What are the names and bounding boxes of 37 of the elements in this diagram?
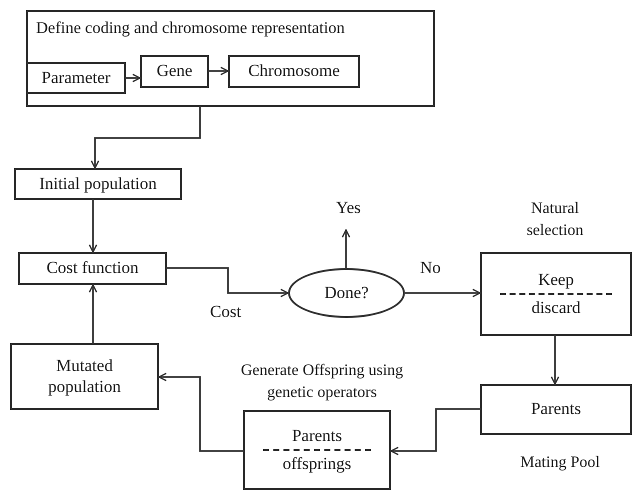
- process-box: [18, 252, 167, 285]
- node-caption: Mating Pool: [519, 453, 601, 473]
- node-text: discard: [531, 298, 581, 318]
- process-box: [10, 343, 159, 410]
- node-text: Define coding and chromosome representation: [36, 18, 345, 38]
- node-caption: Natural selection: [526, 199, 584, 242]
- arrow: [88, 200, 98, 253]
- node-text: Parameter: [42, 68, 110, 88]
- group-box: [26, 10, 435, 107]
- process-box: [26, 62, 126, 94]
- node-text: Initial population: [39, 174, 157, 194]
- node-text: Parents: [530, 399, 582, 420]
- arrow: [90, 107, 201, 169]
- node-text: Gene: [156, 61, 192, 82]
- arrow: [88, 284, 98, 343]
- arrow: [405, 288, 481, 298]
- arrow: [550, 336, 560, 385]
- process-box: [480, 252, 632, 336]
- process-box: [480, 384, 632, 435]
- node-text: Done?: [324, 282, 369, 304]
- arrow: [390, 408, 480, 456]
- process-box: [14, 168, 182, 200]
- node-text: Chromosome: [248, 61, 340, 82]
- arrow: [342, 229, 350, 268]
- arrow: [126, 74, 141, 82]
- arrow: [167, 267, 289, 298]
- arrow: [158, 372, 243, 452]
- node-caption: Generate Offspring using genetic operators: [240, 361, 404, 404]
- process-box: [243, 410, 391, 490]
- node-text: Cost function: [46, 258, 139, 279]
- node-text: Mutated population: [47, 356, 122, 397]
- process-box: [140, 55, 209, 88]
- arrow: [209, 66, 229, 76]
- node-text: Keep: [538, 270, 574, 290]
- node-text: Parents: [292, 426, 342, 446]
- process-box: [228, 55, 360, 88]
- node-text: offsprings: [282, 454, 352, 474]
